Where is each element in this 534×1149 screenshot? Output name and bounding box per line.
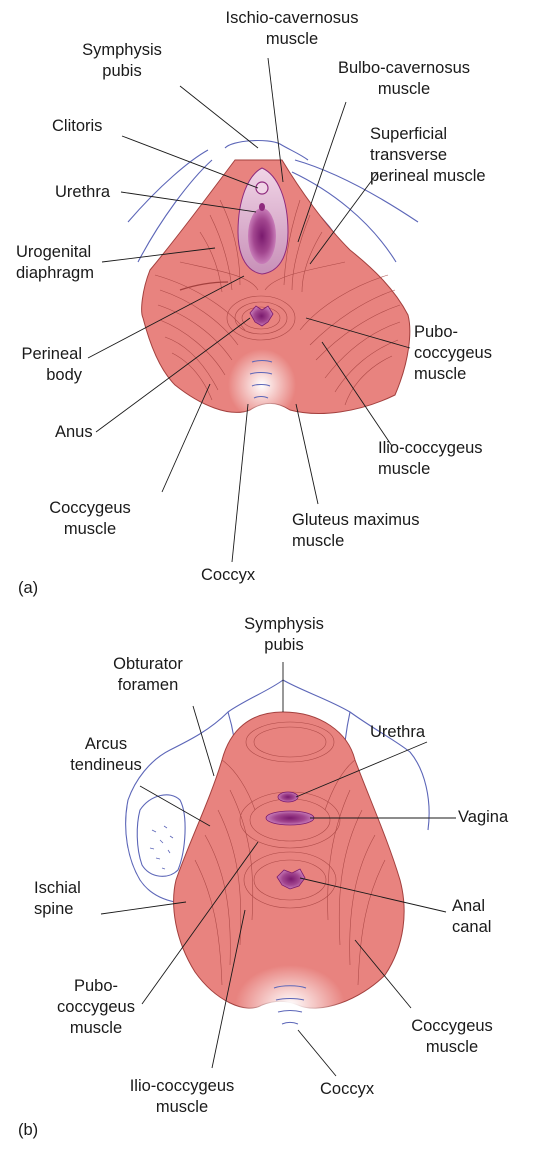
label-a-anus: Anus [55,422,93,443]
label-b-pubo-coccygeus: Pubo- coccygeus muscle [40,976,152,1039]
label-a-urogenital-diaphragm: Urogenital diaphragm [16,242,94,284]
label-a-symphysis-pubis: Symphysis pubis [60,40,184,82]
label-b-anal-canal: Anal canal [452,896,491,938]
label-a-perineal-body: Perineal body [10,344,82,386]
label-b-obturator-foramen: Obturator foramen [90,654,206,696]
label-a-superficial-transverse: Superficial transverse perineal muscle [370,124,486,187]
label-a-coccygeus: Coccygeus muscle [30,498,150,540]
label-b-ischial-spine: Ischial spine [34,878,81,920]
label-b-coccygeus: Coccygeus muscle [392,1016,512,1058]
label-a-urethra: Urethra [55,182,110,203]
panel-a-tag: (a) [18,578,38,599]
label-a-coccyx: Coccyx [201,565,255,586]
panel-b-ischium-texture [150,826,173,869]
label-b-ilio-coccygeus: Ilio-coccygeus muscle [96,1076,268,1118]
panel-b-vagina-opening [266,811,314,825]
label-a-ischio-cavernosus: Ischio-cavernosus muscle [212,8,372,50]
panel-a-vaginal-opening [248,208,276,264]
label-a-pubo-coccygeus: Pubo- coccygeus muscle [414,322,492,385]
label-a-ilio-coccygeus: Ilio-coccygeus muscle [378,438,483,480]
label-a-clitoris: Clitoris [52,116,102,137]
label-b-vagina: Vagina [458,807,508,828]
label-b-symphysis-pubis: Symphysis pubis [222,614,346,656]
label-b-coccyx: Coccyx [320,1079,374,1100]
label-a-bulbo-cavernosus: Bulbo-cavernosus muscle [324,58,484,100]
label-b-arcus-tendineus: Arcus tendineus [50,734,162,776]
label-b-urethra: Urethra [370,722,425,743]
panel-b-tag: (b) [18,1120,38,1141]
panel-b-coccyx-fade [235,965,345,1045]
label-a-gluteus-maximus: Gluteus maximus muscle [292,510,419,552]
panel-a-urethral-opening [259,203,265,211]
panel-b-urethra-opening [278,792,298,802]
